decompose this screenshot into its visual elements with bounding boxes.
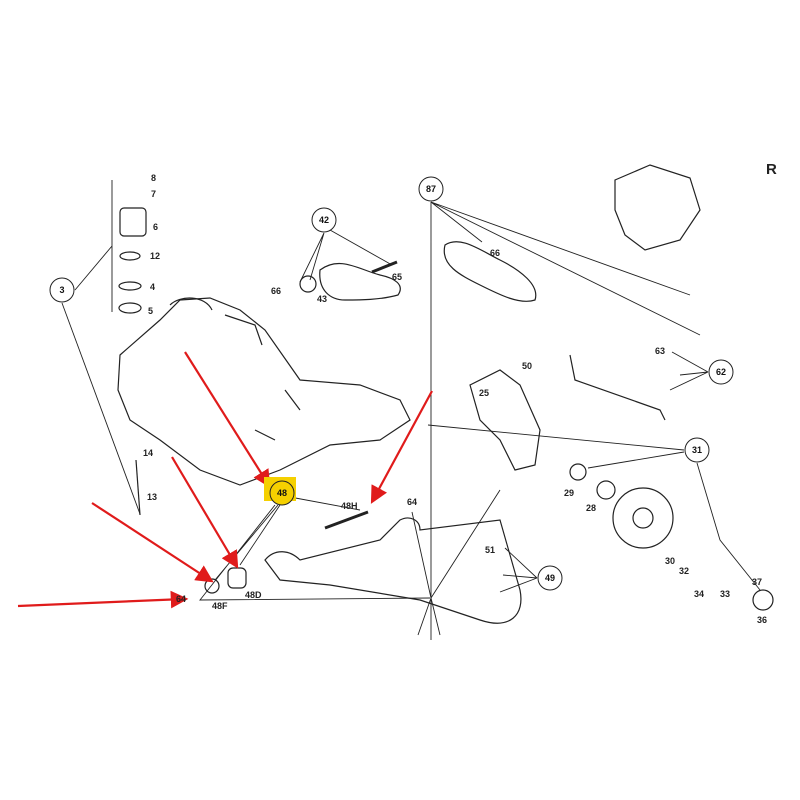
arrow-to-48d [171, 456, 239, 569]
bushing-43 [299, 275, 317, 293]
callout-number: 49 [545, 573, 555, 583]
lower-control-arm [264, 517, 522, 624]
leader-lines [61, 180, 761, 640]
bearing-28 [596, 480, 616, 500]
callout-circle-31 [684, 437, 710, 463]
part-label-48H: 48H [341, 501, 358, 511]
parts [117, 164, 774, 624]
part-label-8: 8 [151, 173, 156, 183]
bushing-48d [227, 567, 247, 589]
seal-29 [569, 463, 587, 481]
part-label-32: 32 [679, 566, 689, 576]
callout-number: 62 [716, 367, 726, 377]
arrow-to-48h [370, 390, 433, 504]
part-label-65: 65 [392, 272, 402, 282]
bolt-65 [371, 260, 398, 274]
part-label-29: 29 [564, 488, 574, 498]
part-label-43: 43 [317, 294, 327, 304]
bolt [135, 459, 141, 516]
part-label-14: 14 [143, 448, 153, 458]
part-label-66: 66 [271, 286, 281, 296]
upper-arm-rear [319, 262, 401, 301]
steering-box [614, 164, 701, 251]
part-label-6: 6 [153, 222, 158, 232]
washer [119, 251, 141, 261]
part-label-66: 66 [490, 248, 500, 258]
part-label-25: 25 [479, 388, 489, 398]
part-label-34: 34 [694, 589, 704, 599]
part-label-12: 12 [150, 251, 160, 261]
part-label-4: 4 [150, 282, 155, 292]
part-label-30: 30 [665, 556, 675, 566]
callout-circle-42 [311, 207, 337, 233]
callout-number: 42 [319, 215, 329, 225]
callout-circle-3 [49, 277, 75, 303]
callout-number: 31 [692, 445, 702, 455]
arrow-to-64 [17, 590, 189, 609]
part-label-7: 7 [151, 189, 156, 199]
washer [118, 281, 142, 291]
callout-circle-87 [418, 176, 444, 202]
part-label-48F: 48F [212, 601, 228, 611]
callout-number: 87 [426, 184, 436, 194]
part-label-48D: 48D [245, 590, 262, 600]
part-label-50: 50 [522, 361, 532, 371]
callout-number: 48 [277, 488, 287, 498]
steering-knuckle [469, 369, 541, 471]
callout-circle-62 [708, 359, 734, 385]
subframe-part [117, 297, 411, 486]
brake-disc [612, 487, 674, 549]
arrow-to-48f [91, 502, 214, 583]
red-arrows [17, 351, 433, 609]
callout-number: 3 [59, 285, 64, 295]
part-label-63: 63 [655, 346, 665, 356]
callout-circle-48 [269, 480, 295, 506]
part-label-33: 33 [720, 589, 730, 599]
washer [118, 302, 142, 314]
part-label-13: 13 [147, 492, 157, 502]
callout-circle-49 [537, 565, 563, 591]
bolt-48h [324, 510, 369, 530]
upper-arm-front [443, 241, 537, 302]
part-label-28: 28 [586, 503, 596, 513]
hub-cap-36 [752, 589, 774, 611]
part-label-5: 5 [148, 306, 153, 316]
mount-bushing [119, 207, 147, 237]
arrow-to-48 [184, 351, 271, 488]
part-label-51: 51 [485, 545, 495, 555]
part-label-64: 64 [176, 594, 186, 604]
part-label-37: 37 [752, 577, 762, 587]
part-label-36: 36 [757, 615, 767, 625]
subframe-detail [169, 297, 301, 441]
corner-label: R [766, 161, 777, 178]
brake-disc-hub [632, 507, 654, 529]
tie-rod [569, 354, 666, 421]
part-label-64: 64 [407, 497, 417, 507]
